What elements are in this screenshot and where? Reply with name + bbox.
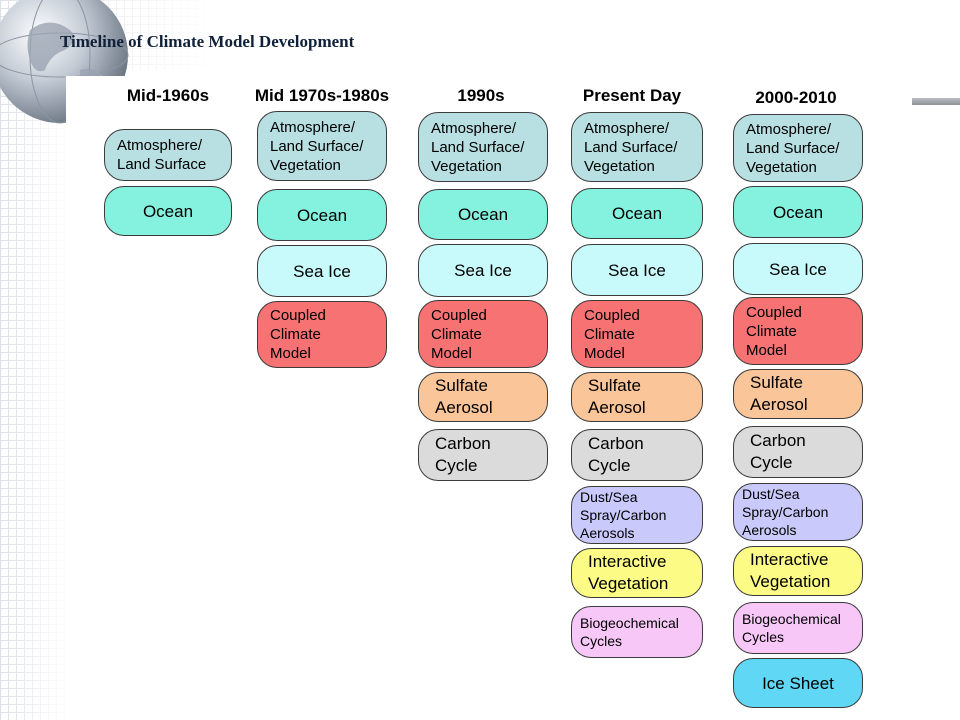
component-label: Carbon Cycle (588, 434, 644, 475)
component-label: Ocean (772, 202, 824, 222)
component-label: Biogeochemical Cycles (742, 611, 841, 645)
component-box-sulfate: Sulfate Aerosol (733, 369, 863, 419)
component-label: Atmosphere/ Land Surface/ Vegetation (270, 118, 364, 174)
component-label: Ocean (457, 205, 509, 224)
component-box-sea-ice: Sea Ice (733, 243, 863, 295)
column-header-mid-1970s-1980s: Mid 1970s-1980s (254, 86, 390, 105)
component-label: Ocean (142, 201, 194, 221)
component-box-ice-sheet: Ice Sheet (733, 658, 863, 708)
component-box-ocean: Ocean (733, 186, 863, 238)
component-box-biogeo: Biogeochemical Cycles (733, 602, 863, 654)
component-box-atmosphere: Atmosphere/ Land Surface (104, 129, 232, 181)
component-label: Dust/Sea Spray/Carbon Aerosols (742, 486, 829, 538)
component-label: Sea Ice (293, 261, 351, 281)
column-header-mid-1960s: Mid-1960s (126, 86, 210, 105)
component-box-atmosphere: Atmosphere/ Land Surface/ Vegetation (418, 112, 548, 182)
component-box-carbon: Carbon Cycle (418, 429, 548, 481)
component-box-vegetation: Interactive Vegetation (733, 546, 863, 596)
component-label: Sulfate Aerosol (588, 376, 646, 417)
column-header-present-day: Present Day (582, 86, 682, 105)
component-label: Atmosphere/ Land Surface/ Vegetation (746, 120, 840, 176)
column-header-1990s: 1990s (457, 86, 505, 105)
component-box-sea-ice: Sea Ice (571, 244, 703, 296)
component-label: Sea Ice (769, 259, 827, 279)
component-box-coupled: Coupled Climate Model (733, 297, 863, 365)
component-box-sulfate: Sulfate Aerosol (418, 372, 548, 422)
component-label: Coupled Climate Model (431, 306, 487, 362)
component-label: Sea Ice (454, 261, 512, 280)
component-box-dust: Dust/Sea Spray/Carbon Aerosols (571, 486, 703, 544)
component-box-carbon: Carbon Cycle (571, 429, 703, 481)
component-box-biogeo: Biogeochemical Cycles (571, 606, 703, 658)
decorative-bar (912, 98, 960, 105)
component-label: Atmosphere/ Land Surface/ Vegetation (431, 119, 525, 175)
component-box-vegetation: Interactive Vegetation (571, 548, 703, 598)
component-box-atmosphere: Atmosphere/ Land Surface/ Vegetation (733, 114, 863, 182)
component-label: Sulfate Aerosol (750, 373, 808, 414)
diagram-panel: Mid-1960s Mid 1970s-1980s 1990s Present … (66, 76, 912, 720)
component-label: Dust/Sea Spray/Carbon Aerosols (580, 489, 667, 541)
component-box-sulfate: Sulfate Aerosol (571, 372, 703, 422)
component-label: Ocean (611, 204, 663, 223)
component-label: Ice Sheet (762, 673, 834, 693)
component-label: Sulfate Aerosol (435, 376, 493, 417)
component-box-atmosphere: Atmosphere/ Land Surface/ Vegetation (257, 111, 387, 181)
component-label: Coupled Climate Model (270, 307, 326, 362)
component-label: Coupled Climate Model (746, 303, 802, 359)
component-box-coupled: Coupled Climate Model (418, 300, 548, 368)
component-label: Atmosphere/ Land Surface/ Vegetation (584, 119, 678, 175)
component-box-atmosphere: Atmosphere/ Land Surface/ Vegetation (571, 112, 703, 182)
component-box-ocean: Ocean (257, 189, 387, 241)
component-label: Interactive Vegetation (588, 552, 669, 593)
component-box-coupled: Coupled Climate Model (257, 301, 387, 368)
component-label: Ocean (296, 205, 348, 225)
component-box-carbon: Carbon Cycle (733, 426, 863, 478)
component-label: Interactive Vegetation (750, 550, 831, 591)
component-label: Coupled Climate Model (584, 306, 640, 362)
component-box-ocean: Ocean (418, 189, 548, 240)
component-box-dust: Dust/Sea Spray/Carbon Aerosols (733, 483, 863, 541)
column-header-2000-2010: 2000-2010 (755, 88, 837, 107)
component-box-sea-ice: Sea Ice (418, 244, 548, 297)
component-label: Biogeochemical Cycles (580, 615, 679, 649)
component-box-coupled: Coupled Climate Model (571, 300, 703, 368)
component-label: Sea Ice (608, 260, 666, 280)
page-title: Timeline of Climate Model Development (60, 32, 355, 51)
component-box-sea-ice: Sea Ice (257, 245, 387, 297)
component-label: Carbon Cycle (750, 431, 806, 472)
component-box-ocean: Ocean (104, 186, 232, 236)
component-label: Atmosphere/ Land Surface (117, 137, 207, 173)
component-label: Carbon Cycle (435, 434, 491, 475)
component-box-ocean: Ocean (571, 188, 703, 239)
